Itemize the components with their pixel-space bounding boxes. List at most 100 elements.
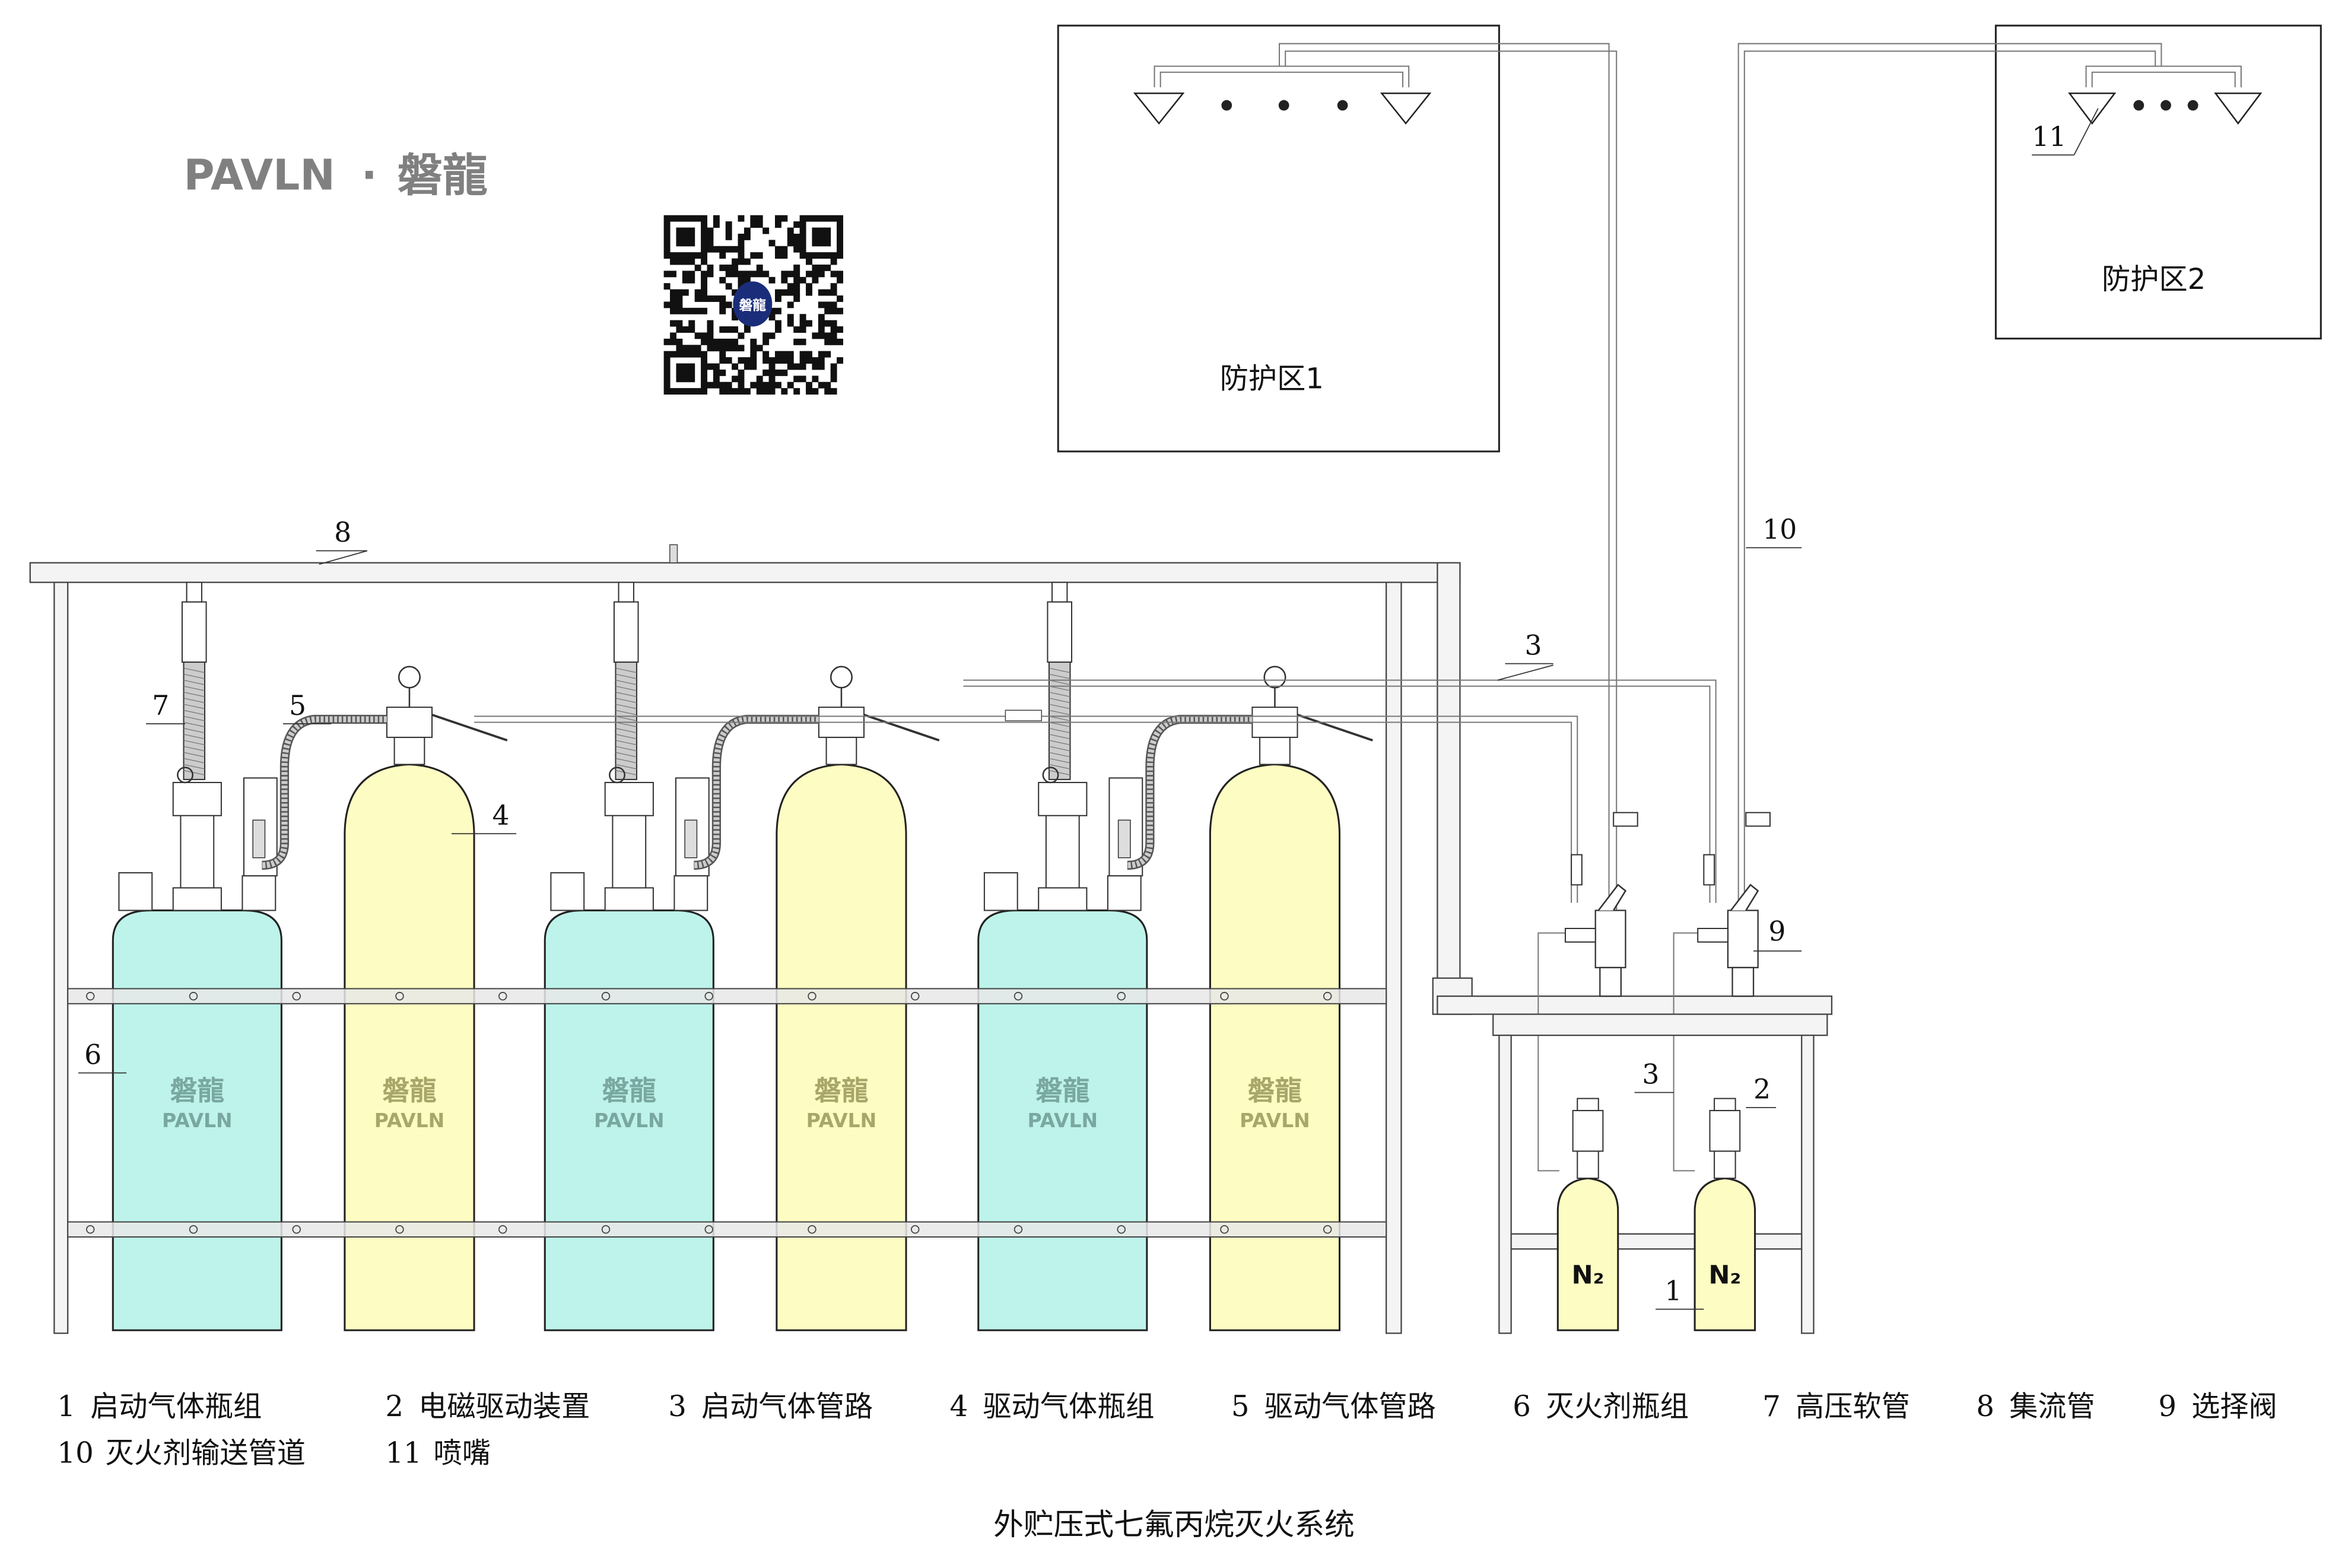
legend-item: 11 喷嘴 — [385, 1436, 491, 1470]
legend-item: 1 启动气体瓶组 — [57, 1390, 262, 1423]
callout-2: 2 — [1753, 1074, 1771, 1105]
legend-text: 喷嘴 — [434, 1436, 491, 1470]
callout-6: 6 — [84, 1039, 101, 1070]
cylinder-brand-cn: 磐龍 — [382, 1075, 436, 1106]
legend-number: 3 — [668, 1390, 687, 1423]
legend-text: 电磁驱动装置 — [418, 1390, 590, 1423]
selector-valves[interactable] — [1564, 812, 1771, 997]
legend-item: 2 电磁驱动装置 — [385, 1390, 590, 1423]
callout-10: 10 — [1762, 514, 1797, 545]
n2-label: N₂ — [1708, 1261, 1741, 1290]
legend-number: 8 — [1976, 1390, 1994, 1423]
legend-text: 启动气体管路 — [701, 1390, 873, 1423]
logo-text-en: PAVLN — [184, 151, 335, 200]
legend-item: 6 灭火剂瓶组 — [1513, 1390, 1689, 1423]
legend-item: 8 集流管 — [1976, 1390, 2095, 1423]
startup-gas-pipe — [963, 679, 1717, 1172]
high-pressure-hose — [615, 661, 637, 780]
cylinder-brand-cn: 磐龍 — [1035, 1075, 1089, 1106]
nozzles — [1133, 92, 2263, 125]
legend-text: 驱动气体瓶组 — [983, 1390, 1154, 1423]
qr-code[interactable] — [663, 215, 843, 395]
legend-text: 驱动气体管路 — [1264, 1390, 1436, 1423]
agent-delivery-pipe — [1154, 43, 2242, 994]
n2-cylinder: N₂ — [1556, 1098, 1619, 1331]
legend-text: 启动气体瓶组 — [90, 1390, 262, 1423]
selector-valve[interactable] — [1697, 812, 1771, 997]
qr-center-badge — [733, 281, 773, 327]
nozzle-icon — [2068, 92, 2117, 125]
selector-valve[interactable] — [1564, 812, 1638, 997]
valve-handle — [431, 714, 508, 742]
legend-item: 9 选择阀 — [2158, 1390, 2277, 1423]
callout-9: 9 — [1768, 915, 1785, 947]
check-valve — [1745, 812, 1771, 827]
cylinder-brand-en: PAVLN — [162, 1109, 233, 1132]
cylinder-rack — [53, 581, 1402, 1334]
callout-3-lower: 3 — [1642, 1058, 1659, 1090]
legend-item: 3 启动气体管路 — [668, 1390, 873, 1423]
nozzle-icon — [2214, 92, 2263, 125]
legend-number: 1 — [57, 1390, 75, 1423]
zone-1-label: 防护区1 — [1220, 362, 1324, 395]
protection-zone-1 — [1057, 24, 1500, 453]
cylinder-brand-en: PAVLN — [1028, 1109, 1098, 1132]
cylinder-brand-en: PAVLN — [374, 1109, 445, 1132]
n2-label: N₂ — [1572, 1261, 1604, 1290]
high-pressure-hose — [183, 661, 206, 780]
legend-text: 灭火剂瓶组 — [1546, 1390, 1689, 1423]
rack-bars — [67, 988, 1387, 1238]
callout-3-upper: 3 — [1524, 629, 1542, 661]
legend-number: 9 — [2158, 1390, 2177, 1423]
logo-separator: · — [361, 151, 377, 200]
cylinder-brand-en: PAVLN — [1240, 1109, 1310, 1132]
start-gas-cylinders: N₂ N₂ — [1556, 1098, 1756, 1331]
check-valve — [1613, 812, 1638, 827]
callout-7: 7 — [152, 690, 169, 721]
solenoid-actuator — [1572, 1109, 1604, 1152]
logo-text-cn: 磐龍 — [398, 149, 488, 202]
valve-handle — [863, 714, 940, 742]
legend-number: 10 — [57, 1436, 93, 1470]
qr-center-text: 磐龍 — [739, 298, 766, 314]
solenoid-actuator — [1709, 1109, 1741, 1152]
callout-1: 1 — [1664, 1276, 1682, 1307]
legend-item: 7 高压软管 — [1762, 1390, 1910, 1423]
cylinder-brand-en: PAVLN — [806, 1109, 877, 1132]
n2-cylinder: N₂ — [1694, 1098, 1756, 1331]
legend-text: 高压软管 — [1796, 1390, 1910, 1423]
cylinder-brand-cn: 磐龍 — [1248, 1075, 1302, 1106]
valve-handle — [1297, 714, 1373, 742]
legend-text: 灭火剂输送管道 — [106, 1436, 306, 1470]
agent-cylinder: 磐龍 PAVLN — [977, 581, 1148, 1331]
drive-cylinder: 磐龍 PAVLN — [693, 666, 940, 1331]
legend-item: 4 驱动气体瓶组 — [950, 1390, 1155, 1423]
cylinder-brand-en: PAVLN — [594, 1109, 665, 1132]
nozzle-icon — [1380, 92, 1432, 125]
zone-2-label: 防护区2 — [2102, 263, 2206, 296]
legend-text: 选择阀 — [2191, 1390, 2277, 1423]
protection-zone-2 — [1994, 24, 2322, 340]
legend-number: 6 — [1513, 1390, 1531, 1423]
legend-text: 集流管 — [2009, 1390, 2095, 1423]
legend-number: 11 — [385, 1436, 421, 1470]
high-pressure-hose — [1048, 661, 1071, 780]
callouts: 8 7 5 4 6 3 10 9 3 2 1 11 — [78, 108, 2099, 1310]
callout-11: 11 — [2032, 121, 2066, 152]
drive-cylinder: 磐龍 PAVLN — [262, 666, 508, 1331]
cylinder-brand-cn: 磐龍 — [814, 1075, 868, 1106]
callout-4: 4 — [492, 800, 509, 831]
legend-number: 2 — [385, 1390, 403, 1423]
legend-item: 10 灭火剂输送管道 — [57, 1436, 305, 1470]
callout-8: 8 — [334, 517, 351, 548]
legend-number: 4 — [950, 1390, 968, 1423]
nozzle-icon — [1133, 92, 1185, 125]
legend-number: 7 — [1762, 1390, 1781, 1423]
callout-5: 5 — [289, 690, 306, 721]
